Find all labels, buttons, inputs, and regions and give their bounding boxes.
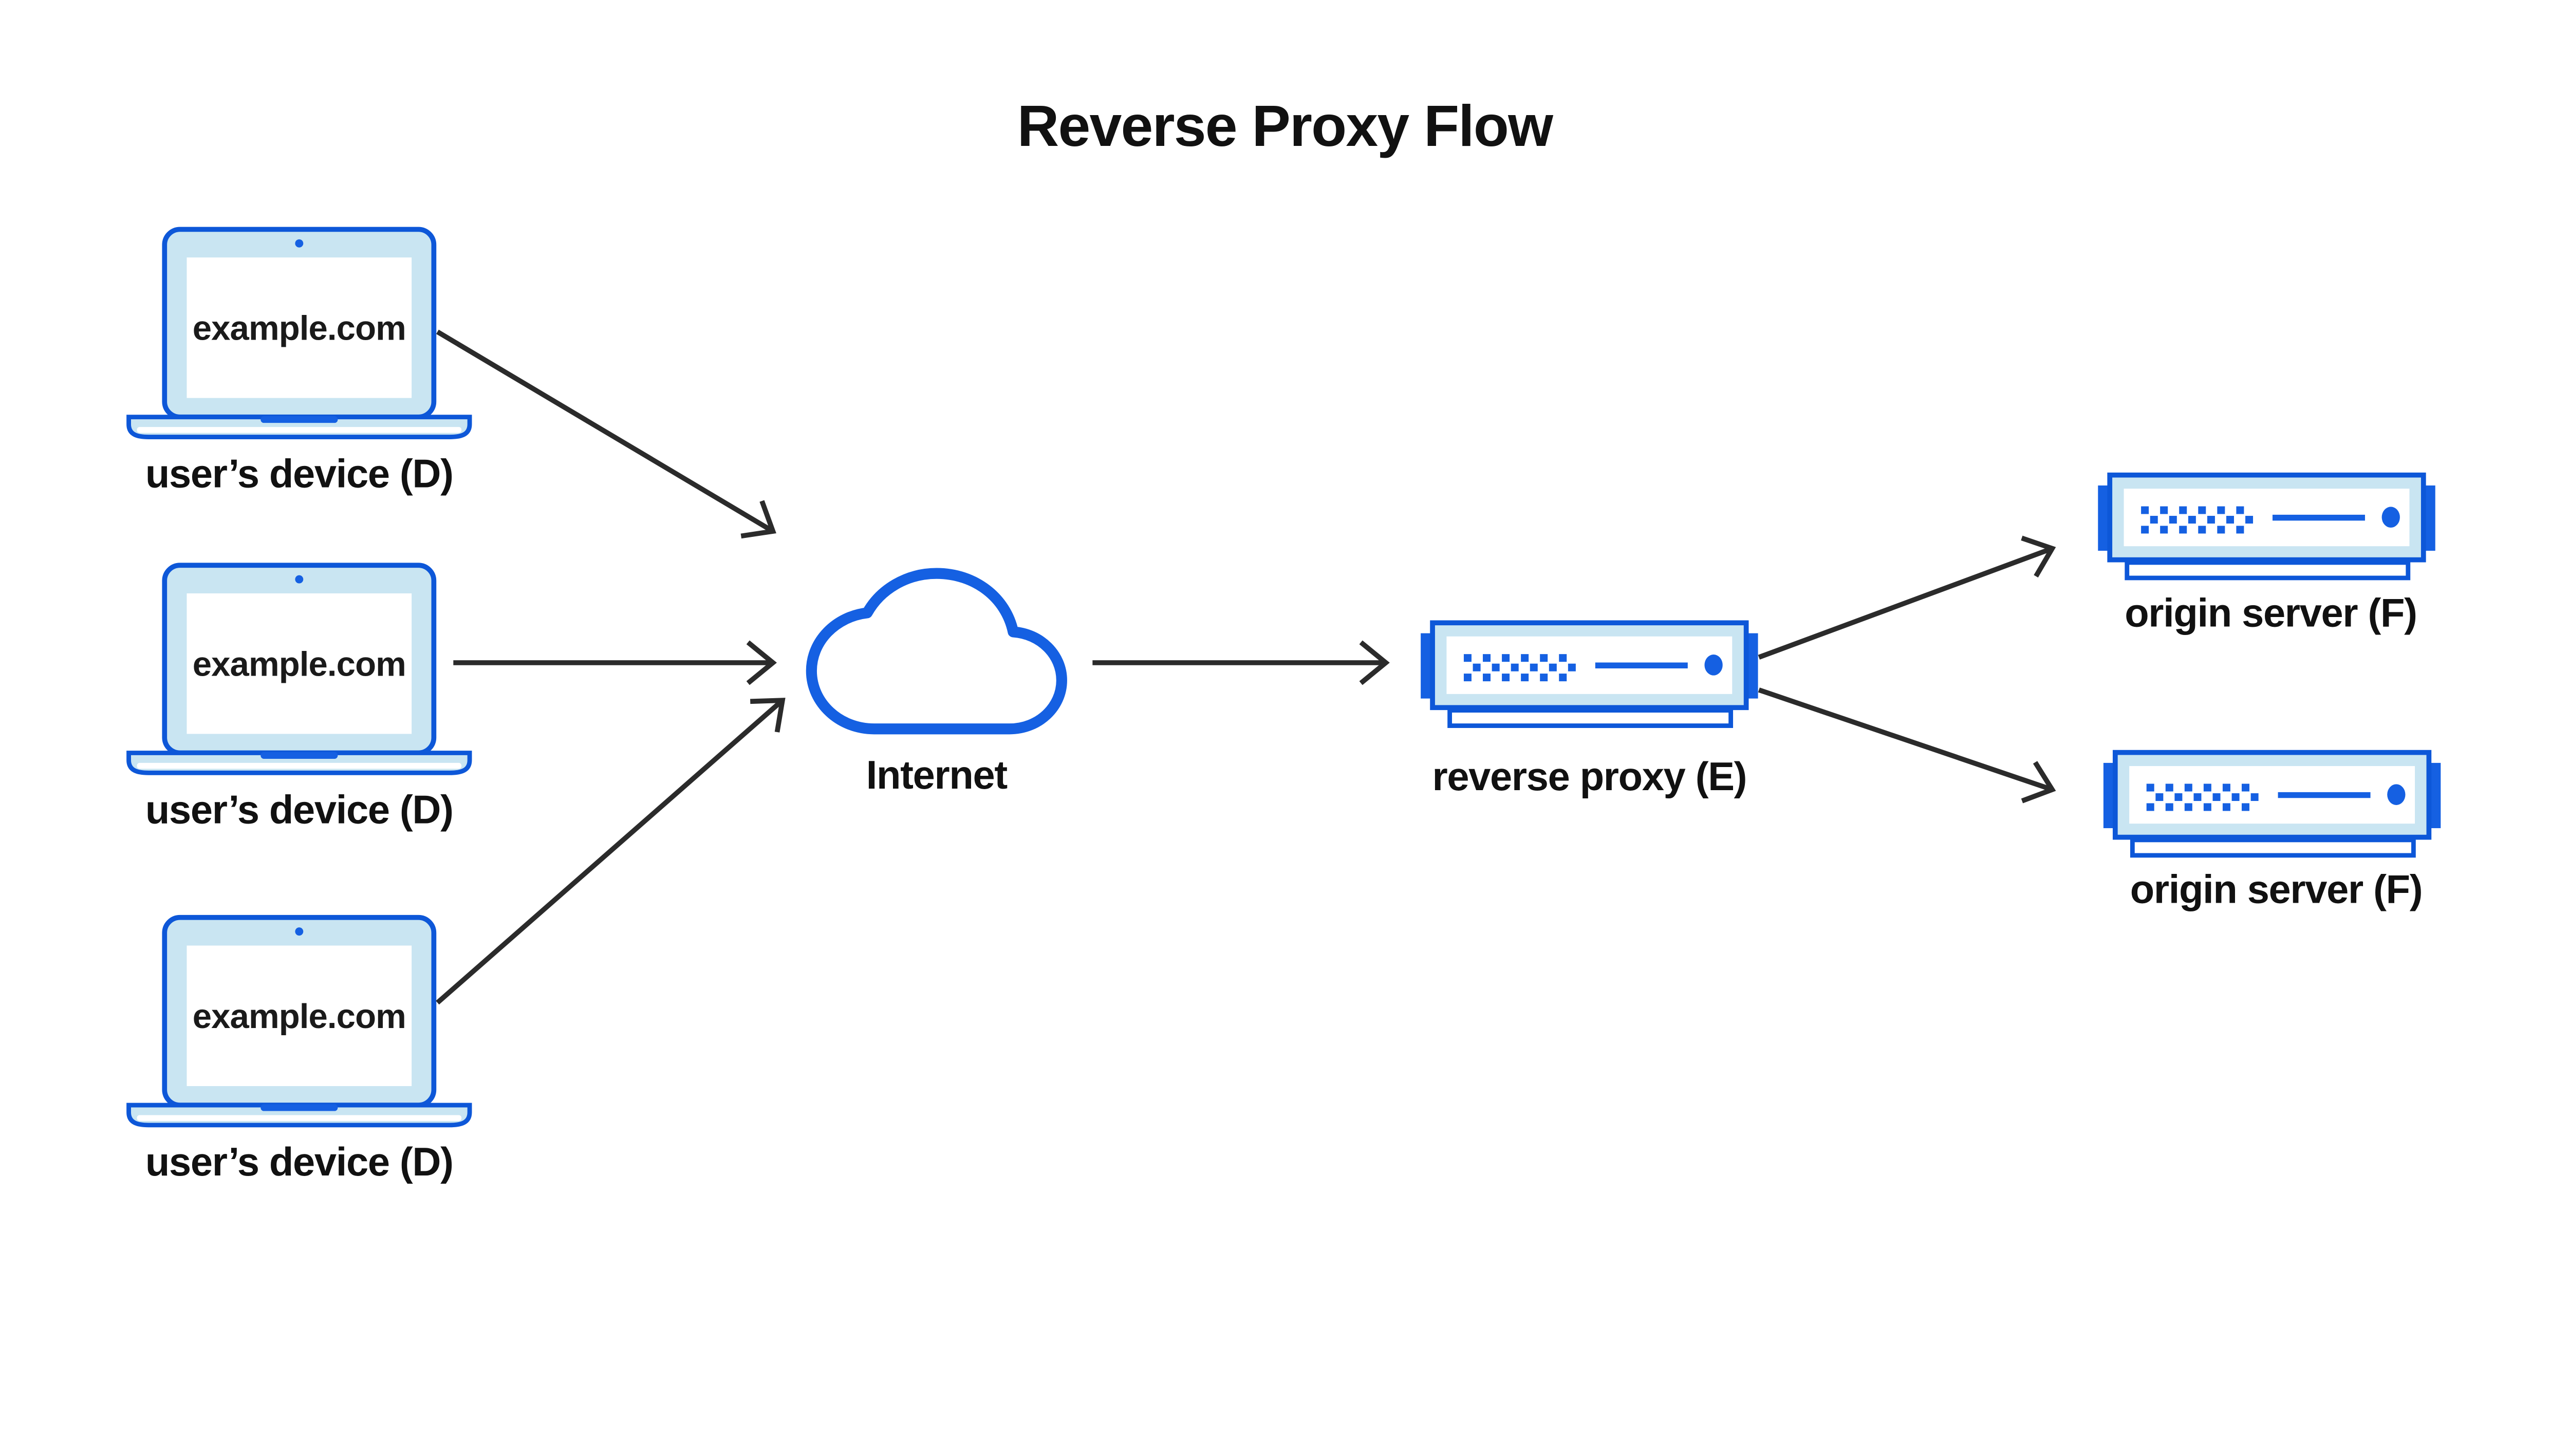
- node-origin-server-1: origin server (F): [2098, 475, 2435, 635]
- node-reverse-proxy: reverse proxy (E): [1421, 623, 1758, 799]
- edges: [436, 329, 2056, 1005]
- arrow-reverse-proxy-origin1: [1758, 535, 2056, 660]
- node-internet: Internet: [806, 568, 1067, 797]
- device-label: user’s device (D): [145, 452, 453, 496]
- cloud-icon: [806, 568, 1067, 735]
- page-title: Reverse Proxy Flow: [1017, 94, 1554, 158]
- server-icon: [2098, 475, 2435, 578]
- device-label: user’s device (D): [145, 788, 453, 832]
- internet-label: Internet: [866, 753, 1008, 797]
- device-screen-text: example.com: [193, 997, 406, 1036]
- device-screen-text: example.com: [193, 309, 406, 348]
- server-icon: [1421, 623, 1758, 725]
- origin-server-label: origin server (F): [2130, 868, 2422, 912]
- node-user-device-2: example.com user’s device (D): [129, 565, 470, 832]
- arrow-device3-internet: [436, 698, 786, 1005]
- server-icon: [2103, 753, 2441, 855]
- node-user-device-1: example.com user’s device (D): [129, 229, 470, 496]
- arrow-reverse-proxy-origin2: [1758, 687, 2056, 804]
- reverse-proxy-flow-diagram: Reverse Proxy Flow example.com user’s de…: [126, 94, 2444, 1184]
- reverse-proxy-label: reverse proxy (E): [1432, 755, 1746, 799]
- node-user-device-3: example.com user’s device (D): [129, 918, 470, 1184]
- arrow-device1-internet: [436, 329, 776, 539]
- node-origin-server-2: origin server (F): [2103, 753, 2441, 912]
- device-screen-text: example.com: [193, 645, 406, 684]
- device-label: user’s device (D): [145, 1140, 453, 1184]
- diagram-canvas: Reverse Proxy Flow example.com user’s de…: [126, 94, 2444, 1184]
- origin-server-label: origin server (F): [2125, 591, 2416, 635]
